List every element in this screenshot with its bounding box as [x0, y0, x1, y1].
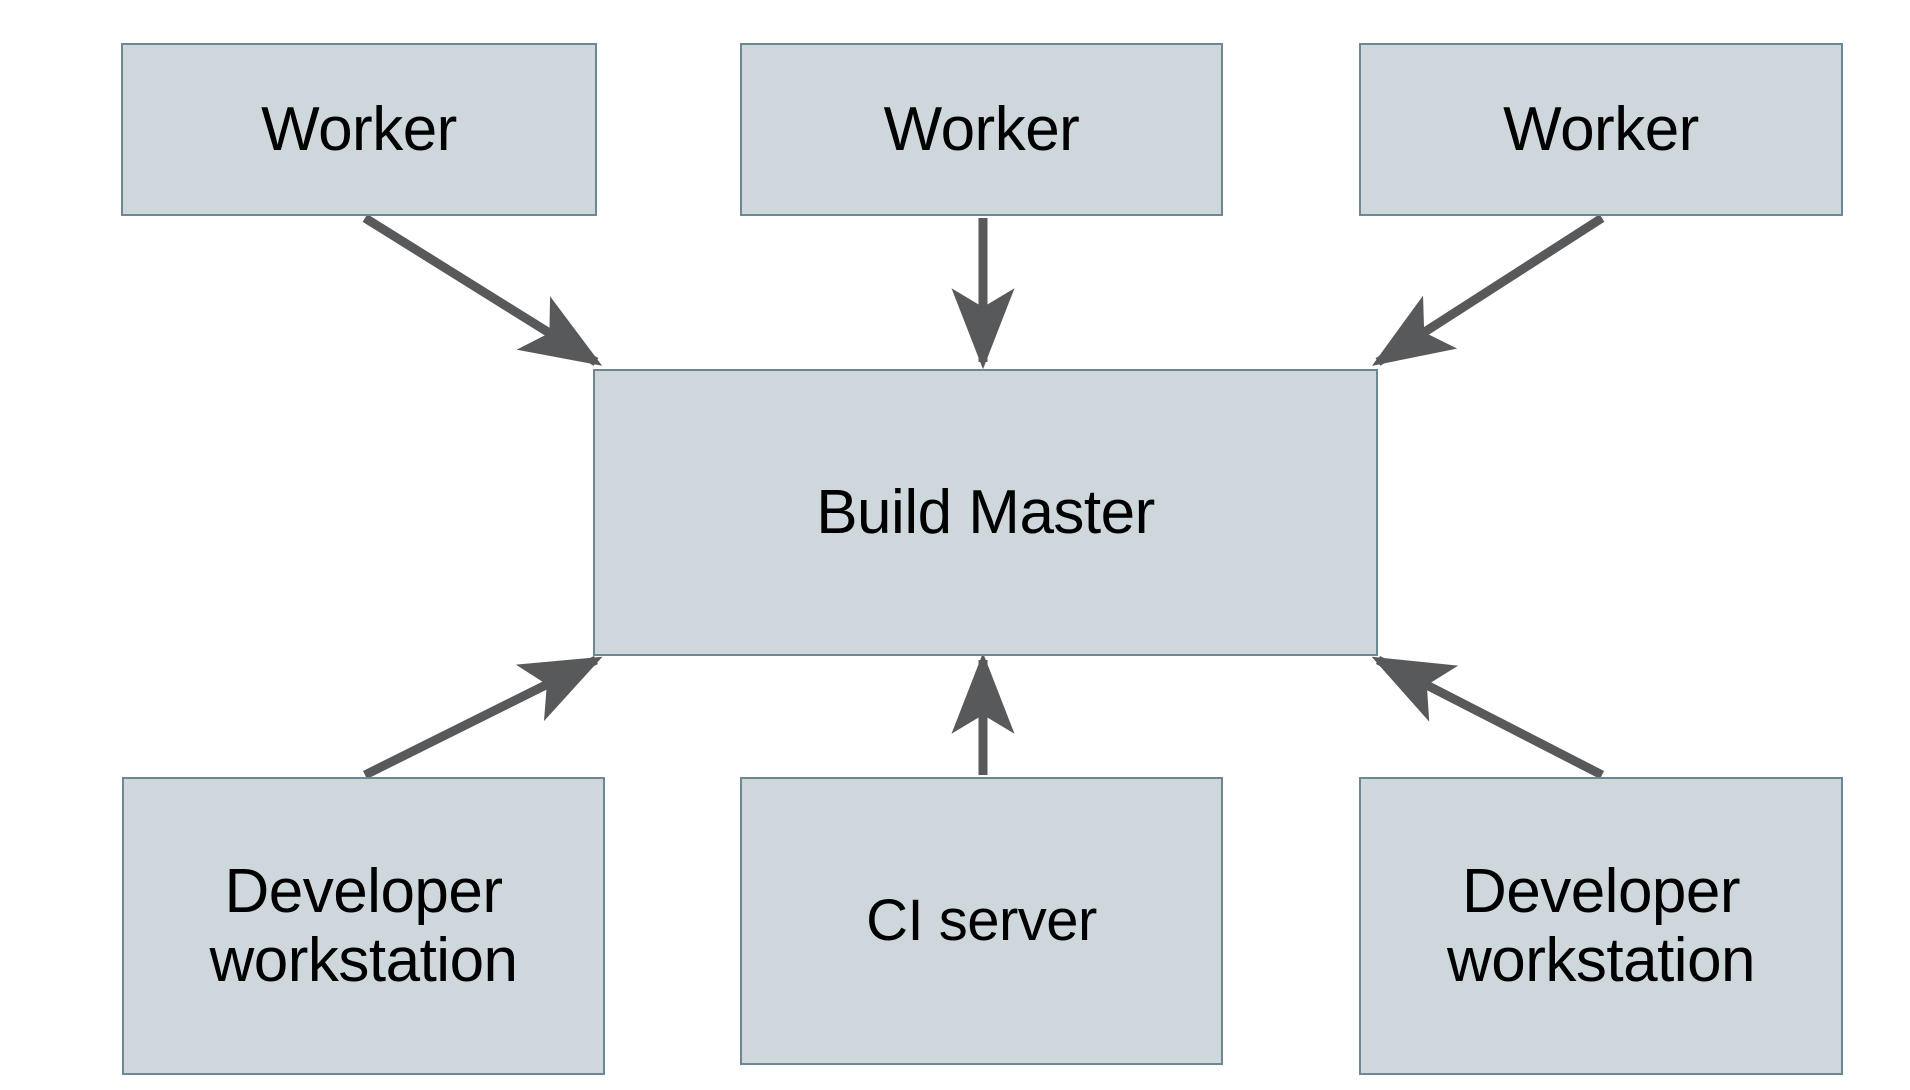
node-worker-1-label: Worker: [261, 94, 457, 164]
node-worker-3-label: Worker: [1503, 94, 1699, 164]
node-worker-2[interactable]: Worker: [740, 43, 1223, 216]
edge-worker-3-to-build-master: [1371, 214, 1605, 366]
edge-worker-1-to-build-master: [362, 214, 603, 366]
node-ci-server-label: CI server: [866, 887, 1097, 953]
edge-dev-left-to-build-master: [362, 655, 603, 780]
node-developer-workstation-left[interactable]: Developer workstation: [122, 777, 605, 1075]
node-developer-workstation-right[interactable]: Developer workstation: [1359, 777, 1843, 1075]
node-developer-workstation-left-label: Developer workstation: [209, 856, 518, 995]
node-worker-3[interactable]: Worker: [1359, 43, 1843, 216]
node-build-master[interactable]: Build Master: [593, 369, 1378, 656]
node-worker-1[interactable]: Worker: [121, 43, 597, 216]
node-worker-2-label: Worker: [883, 94, 1080, 164]
node-developer-workstation-right-label: Developer workstation: [1446, 856, 1756, 995]
node-ci-server[interactable]: CI server: [740, 777, 1223, 1065]
edge-dev-right-to-build-master: [1371, 655, 1605, 780]
node-build-master-label: Build Master: [816, 477, 1155, 547]
